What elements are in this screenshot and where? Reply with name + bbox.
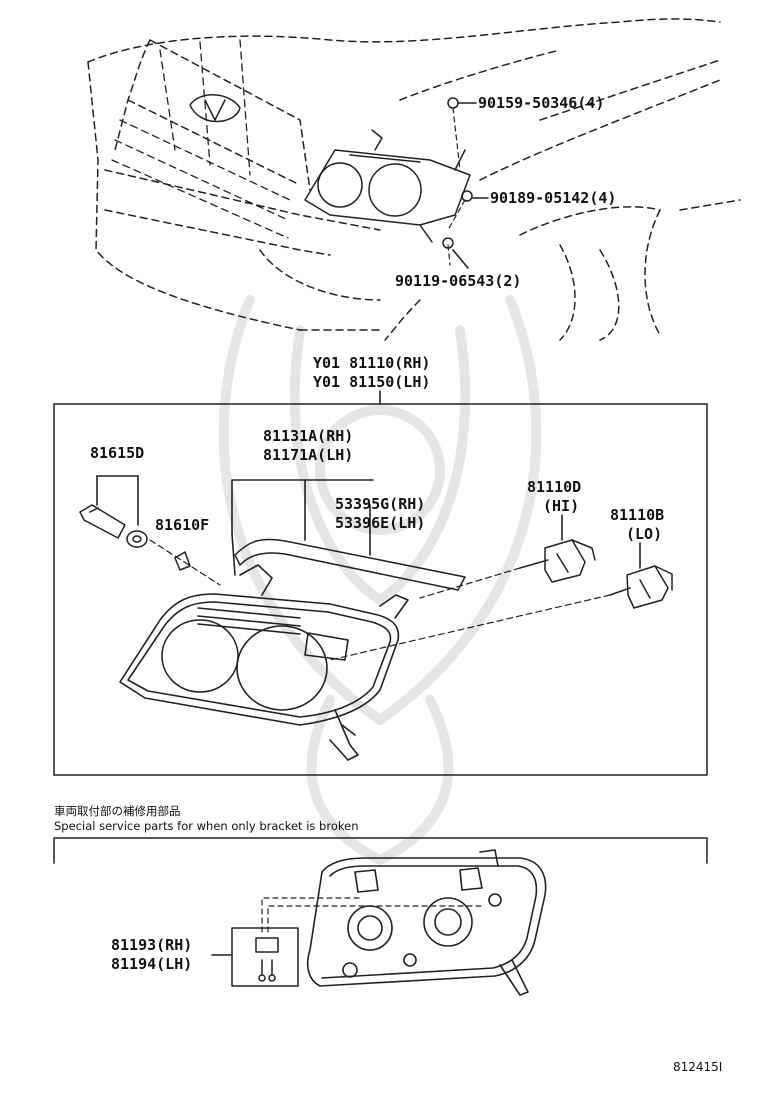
service-note-english: Special service parts for when only brac…	[54, 819, 359, 833]
vehicle-grille	[111, 39, 291, 239]
callout-clip: 90189-05142(4)	[490, 189, 617, 207]
callout-bracket-rh: 81193(RH)	[111, 936, 193, 954]
lo-beam-bulb-icon	[609, 565, 673, 609]
gasket-strip	[234, 538, 466, 591]
service-note-japanese: 車両取付部の補修用部品	[54, 804, 181, 818]
callout-bracket-lh: 81194(LH)	[111, 955, 193, 973]
callout-bolt: 90159-50346(4)	[478, 94, 605, 112]
assembly-part-rh: Y01 81110(RH)	[313, 354, 431, 372]
headlamp-housing	[119, 564, 409, 761]
headlamp-rear-view	[306, 849, 547, 996]
screw-icon	[442, 237, 454, 249]
bolt-icon	[447, 97, 459, 109]
bracket-piece-icon	[255, 937, 279, 982]
bulb-socket-icon	[79, 504, 148, 548]
callout-bulb-hi: 81110D	[527, 478, 582, 496]
vehicle-front-outline	[87, 18, 741, 341]
vehicle-emblem	[189, 94, 241, 123]
hi-beam-bulb-icon	[519, 539, 596, 583]
callout-housing-lh: 81171A(LH)	[263, 446, 354, 464]
small-bulb-icon	[174, 551, 191, 571]
assembly-part-lh: Y01 81150(LH)	[313, 373, 431, 391]
fastener-leaders	[447, 107, 466, 266]
callout-small-bulb: 81610F	[155, 516, 210, 534]
callout-bulb-lo-tag: (LO)	[626, 525, 663, 543]
callout-housing-rh: 81131A(RH)	[263, 427, 354, 445]
bracket-kit-box	[231, 927, 299, 987]
callout-screw: 90119-06543(2)	[395, 272, 522, 290]
callout-gasket-lh: 53396E(LH)	[335, 514, 426, 532]
figure-id: 812415I	[673, 1060, 723, 1074]
callout-socket: 81615D	[90, 444, 145, 462]
clip-icon	[461, 190, 473, 202]
watermark-emblem	[218, 295, 542, 865]
vehicle-headlamp	[304, 129, 471, 243]
callout-bulb-lo: 81110B	[610, 506, 665, 524]
service-box-top	[53, 837, 708, 864]
callout-gasket-rh: 53395G(RH)	[335, 495, 426, 513]
callout-bulb-hi-tag: (HI)	[543, 497, 580, 515]
